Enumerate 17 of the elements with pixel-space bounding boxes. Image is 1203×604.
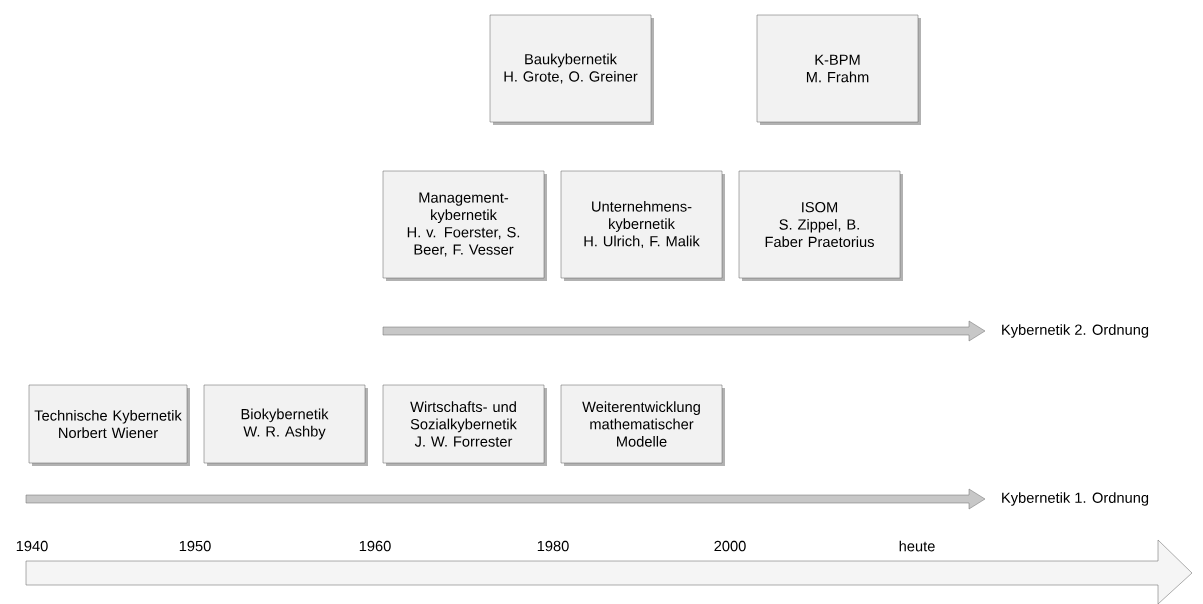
year-label: heute bbox=[899, 540, 935, 552]
topic-box: Biokybernetik W. R. Ashby bbox=[203, 384, 368, 466]
topic-box: Weiterentwicklung mathematischer Modelle bbox=[560, 384, 725, 466]
topic-box: Wirtschafts- und Sozialkybernetik J. W. Forrester bbox=[382, 384, 547, 466]
year-label: 1950 bbox=[179, 540, 211, 552]
topic-box: K-BPM M. Frahm bbox=[756, 14, 921, 125]
topic-box: Baukybernetik H. Grote, O. Greiner bbox=[489, 14, 654, 125]
year-label: 1940 bbox=[16, 540, 48, 552]
timeline-label: Kybernetik 1. Ordnung bbox=[1002, 492, 1149, 506]
year-label: 2000 bbox=[714, 540, 746, 552]
topic-box: Technische Kybernetik Norbert Wiener bbox=[28, 384, 190, 466]
topic-box: Management- kybernetik H. v. Foerster, S. Beer, F. Vesser bbox=[382, 170, 547, 281]
year-label: 1980 bbox=[537, 540, 569, 552]
year-label: 1960 bbox=[359, 540, 391, 552]
topic-box: ISOM S. Zippel, B. Faber Praetorius bbox=[738, 170, 903, 281]
topic-box: Unternehmens- kybernetik H. Ulrich, F. Malik bbox=[560, 170, 725, 281]
timeline-label: Kybernetik 2. Ordnung bbox=[1002, 324, 1149, 338]
